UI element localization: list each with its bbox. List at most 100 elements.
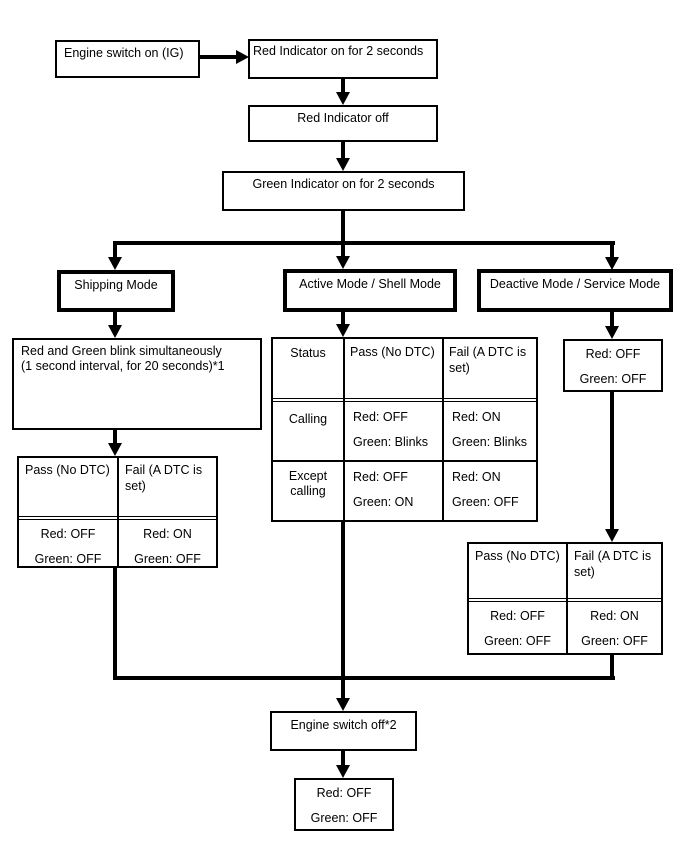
deactive-state-green: Green: OFF xyxy=(579,372,647,386)
connector-shippingtable-to-join xyxy=(113,568,117,678)
join-line xyxy=(113,676,615,680)
connector-branch-to-deactive xyxy=(610,241,614,258)
node-label: Engine switch on (IG) xyxy=(64,46,184,60)
row-exceptcalling-fail: Red: ON Green: OFF xyxy=(444,462,536,517)
node-label: Red Indicator on for 2 seconds xyxy=(253,44,424,58)
final-state-red: Red: OFF xyxy=(316,786,372,800)
pass-red: Red: OFF xyxy=(40,527,96,541)
arrowhead-down-icon xyxy=(336,92,350,105)
header-status: Status xyxy=(290,346,326,360)
pass-red: Red: OFF xyxy=(490,609,545,623)
header-pass: Pass (No DTC) xyxy=(350,345,435,359)
node-label: Green Indicator on for 2 seconds xyxy=(252,177,435,191)
node-blink-note: Red and Green blink simultaneously (1 se… xyxy=(12,338,262,430)
arrowhead-down-icon xyxy=(605,529,619,542)
header-pass: Pass (No DTC) xyxy=(475,549,560,563)
calling-pass-green: Green: Blinks xyxy=(353,435,429,449)
header-fail: Fail (A DTC is set) xyxy=(574,549,652,579)
arrowhead-down-icon xyxy=(336,698,350,711)
connector-deactivetable-to-join xyxy=(610,655,614,680)
exceptcalling-fail-green: Green: OFF xyxy=(452,495,519,509)
branch-line xyxy=(113,241,615,245)
calling-fail-green: Green: Blinks xyxy=(452,435,528,449)
row-divider xyxy=(273,460,536,462)
row-exceptcalling-label: Except calling xyxy=(288,469,328,498)
double-rule-bottom xyxy=(469,601,661,602)
node-red-indicator-on: Red Indicator on for 2 seconds xyxy=(248,39,438,79)
deactive-result-table: Pass (No DTC) Fail (A DTC is set) Red: O… xyxy=(467,542,663,655)
node-final-state: Red: OFF Green: OFF xyxy=(294,778,394,831)
blink-note-line1: Red and Green blink simultaneously xyxy=(21,344,222,358)
arrowhead-down-icon xyxy=(108,443,122,456)
node-deactive-mode: Deactive Mode / Service Mode xyxy=(477,269,673,312)
node-label: Red Indicator off xyxy=(297,111,389,125)
final-state-green: Green: OFF xyxy=(310,811,378,825)
fail-green: Green: OFF xyxy=(134,552,201,566)
row-exceptcalling-pass: Red: OFF Green: ON xyxy=(345,462,442,517)
node-deactive-state: Red: OFF Green: OFF xyxy=(563,339,663,392)
fail-result: Red: ON Green: OFF xyxy=(119,522,216,566)
connector-activetable-to-engineoff xyxy=(341,522,345,699)
deactive-state-red: Red: OFF xyxy=(585,347,641,361)
row-calling-pass: Red: OFF Green: Blinks xyxy=(345,403,442,456)
double-rule-top xyxy=(19,516,216,517)
node-label: Red: OFF Green: OFF xyxy=(565,341,661,386)
fail-red: Red: ON xyxy=(590,609,639,623)
double-rule-top xyxy=(469,598,661,599)
fail-green: Green: OFF xyxy=(581,634,648,648)
arrowhead-down-icon xyxy=(336,765,350,778)
exceptcalling-pass-green: Green: ON xyxy=(353,495,414,509)
connector-branch-to-active xyxy=(341,245,345,257)
pass-result: Red: OFF Green: OFF xyxy=(19,522,117,566)
connector-active-to-activetable xyxy=(341,312,345,325)
connector-redon-to-redoff xyxy=(341,79,345,94)
row-calling-fail: Red: ON Green: Blinks xyxy=(444,403,536,456)
column-divider xyxy=(343,339,345,520)
connector-redoff-to-greenon xyxy=(341,142,345,159)
calling-fail-red: Red: ON xyxy=(452,410,501,424)
shipping-result-table: Pass (No DTC) Fail (A DTC is set) Red: O… xyxy=(17,456,218,568)
node-engine-switch-on: Engine switch on (IG) xyxy=(55,40,200,78)
connector-greenon-to-branch xyxy=(341,211,345,245)
connector-blinknote-to-shippingtable xyxy=(113,430,117,444)
column-divider xyxy=(442,339,444,520)
fail-red: Red: ON xyxy=(143,527,192,541)
arrowhead-down-icon xyxy=(336,158,350,171)
connector-engineoff-to-final xyxy=(341,751,345,766)
header-fail: Fail (A DTC is set) xyxy=(449,345,527,375)
node-green-indicator-on: Green Indicator on for 2 seconds xyxy=(222,171,465,211)
fail-result: Red: ON Green: OFF xyxy=(568,604,661,648)
double-rule-top xyxy=(273,398,536,399)
pass-green: Green: OFF xyxy=(34,552,102,566)
pass-green: Green: OFF xyxy=(484,634,551,648)
arrowhead-down-icon xyxy=(605,257,619,270)
double-rule-bottom xyxy=(273,401,536,402)
exceptcalling-fail-red: Red: ON xyxy=(452,470,501,484)
node-label: Active Mode / Shell Mode xyxy=(299,277,441,291)
arrowhead-down-icon xyxy=(108,257,122,270)
exceptcalling-pass-red: Red: OFF xyxy=(353,470,408,484)
header-pass: Pass (No DTC) xyxy=(25,463,110,477)
connector-engineon-to-redon xyxy=(200,55,238,59)
blink-note-line2: (1 second interval, for 20 seconds)*1 xyxy=(21,359,225,373)
arrowhead-right-icon xyxy=(236,50,249,64)
node-engine-switch-off: Engine switch off*2 xyxy=(270,711,417,751)
connector-branch-to-shipping xyxy=(113,241,117,258)
node-red-indicator-off: Red Indicator off xyxy=(248,105,438,142)
arrowhead-down-icon xyxy=(108,325,122,338)
node-shipping-mode: Shipping Mode xyxy=(57,270,175,312)
node-label: Shipping Mode xyxy=(74,278,158,292)
node-label: Red: OFF Green: OFF xyxy=(296,780,392,825)
calling-pass-red: Red: OFF xyxy=(353,410,408,424)
row-calling-label: Calling xyxy=(288,412,328,426)
arrowhead-down-icon xyxy=(605,326,619,339)
pass-result: Red: OFF Green: OFF xyxy=(469,604,566,648)
connector-deactive-to-state xyxy=(610,312,614,327)
connector-shipping-to-blinknote xyxy=(113,311,117,326)
node-label: Red and Green blink simultaneously (1 se… xyxy=(14,340,260,378)
arrowhead-down-icon xyxy=(336,256,350,269)
column-divider xyxy=(117,458,119,566)
node-label: Deactive Mode / Service Mode xyxy=(489,277,661,291)
double-rule-bottom xyxy=(19,519,216,520)
